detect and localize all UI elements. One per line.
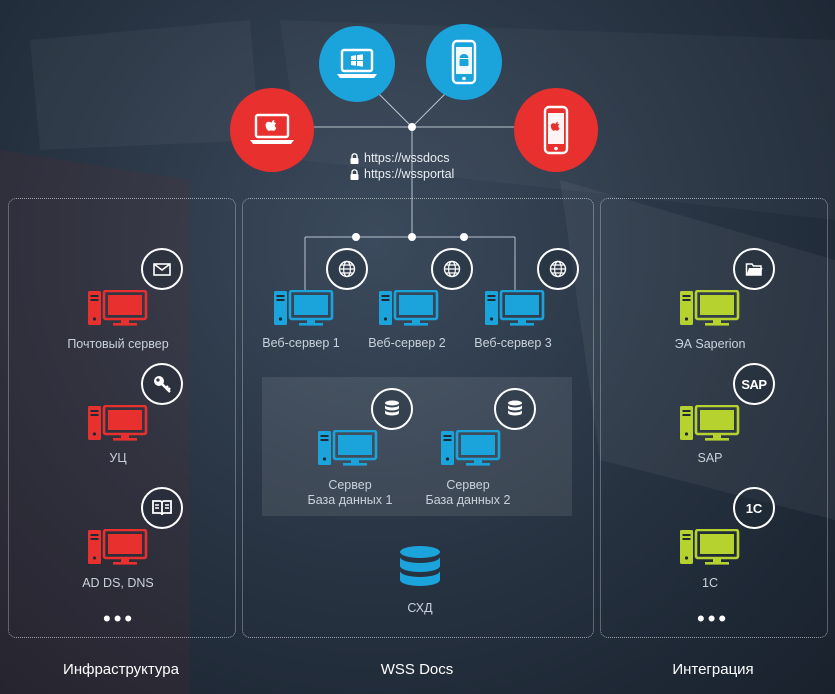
- db-server-1-label: Сервер База данных 1: [307, 478, 393, 507]
- saperion-label: ЭА Saperion: [674, 337, 746, 351]
- infrastructure-more: •••: [103, 606, 136, 631]
- onec-label: 1С: [702, 576, 718, 590]
- storage-label: СХД: [407, 601, 433, 615]
- web-server-2-icon: [378, 290, 440, 326]
- onec-badge: 1С: [745, 500, 763, 516]
- onec-server-icon: [679, 529, 741, 565]
- integration-panel: [600, 198, 828, 638]
- saperion-server-icon: [679, 290, 741, 326]
- web-server-2-label: Веб-сервер 2: [368, 336, 446, 350]
- web-server-1-label: Веб-сервер 1: [262, 336, 340, 350]
- web-server-1-icon: [273, 290, 335, 326]
- key-icon: [141, 363, 183, 405]
- folder-icon: [733, 248, 775, 290]
- sap-label: SAP: [697, 451, 723, 465]
- section-title-wss-docs: WSS Docs: [380, 661, 454, 678]
- globe-icon: [326, 248, 368, 290]
- lock-icon: [350, 152, 359, 164]
- globe-icon: [537, 248, 579, 290]
- db-server-2-icon: [440, 430, 502, 466]
- section-title-integration: Интеграция: [672, 661, 754, 678]
- db-server-1-icon: [317, 430, 379, 466]
- web-server-3-icon: [484, 290, 546, 326]
- ad-dns-label: AD DS, DNS: [82, 576, 154, 590]
- mail-icon: [141, 248, 183, 290]
- section-title-infrastructure: Инфраструктура: [63, 661, 179, 678]
- db-server-2-label: Сервер Базa данных 2: [425, 478, 511, 507]
- sap-badge: SAP: [741, 376, 767, 392]
- ca-label: УЦ: [109, 451, 127, 465]
- database-icon: [494, 388, 536, 430]
- storage-database-icon: [398, 545, 442, 593]
- globe-icon: [431, 248, 473, 290]
- sap-logo-icon: SAP: [733, 363, 775, 405]
- database-icon: [371, 388, 413, 430]
- mail-server-icon: [87, 290, 149, 326]
- onec-logo-icon: 1С: [733, 487, 775, 529]
- macbook-client-icon: [230, 88, 314, 172]
- mail-server-label: Почтовый сервер: [67, 337, 169, 351]
- ad-dns-server-icon: [87, 529, 149, 565]
- url-wssportal[interactable]: https://wssportal: [350, 167, 454, 181]
- directory-book-icon: [141, 487, 183, 529]
- windows-laptop-client-icon: [319, 26, 395, 102]
- android-phone-client-icon: [426, 24, 502, 100]
- web-server-3-label: Веб-сервер 3: [474, 336, 552, 350]
- wss-docs-panel: [242, 198, 594, 638]
- infrastructure-panel: [8, 198, 236, 638]
- iphone-client-icon: [514, 88, 598, 172]
- sap-server-icon: [679, 405, 741, 441]
- url-wssdocs[interactable]: https://wssdocs: [350, 151, 449, 165]
- integration-more: •••: [697, 606, 730, 631]
- lock-icon: [350, 168, 359, 180]
- ca-server-icon: [87, 405, 149, 441]
